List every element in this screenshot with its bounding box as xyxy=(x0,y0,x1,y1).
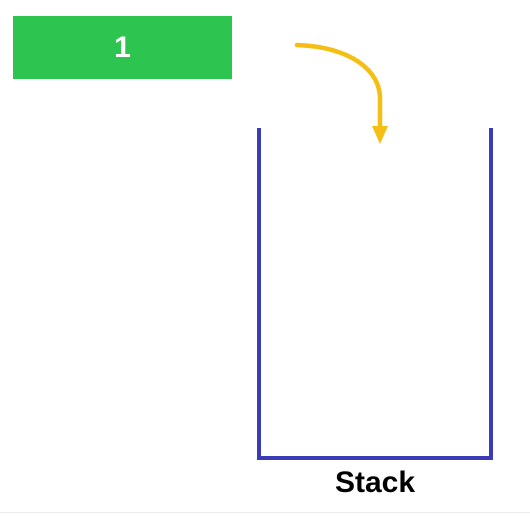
stack-container xyxy=(257,128,493,460)
stack-label: Stack xyxy=(334,466,416,499)
push-arrow-head xyxy=(372,126,388,144)
bottom-divider xyxy=(0,512,530,513)
stack-element-box: 1 xyxy=(13,16,232,79)
stack-element-value: 1 xyxy=(114,30,131,64)
push-arrow-curve xyxy=(294,42,383,131)
